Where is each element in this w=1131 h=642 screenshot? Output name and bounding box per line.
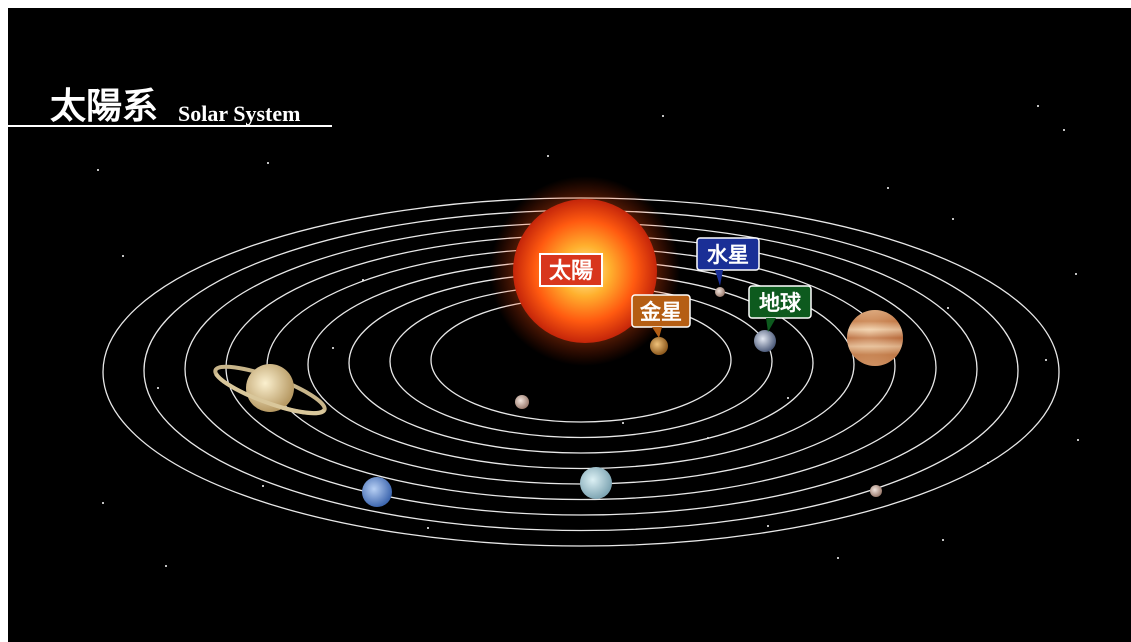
- mercury-label: 水星: [696, 237, 760, 286]
- title-sub: Solar System: [178, 101, 300, 126]
- earth-label: 地球: [748, 285, 812, 332]
- pluto-planet: [870, 485, 882, 497]
- neptune-planet: [362, 477, 392, 507]
- mercury-label-text: 水星: [707, 242, 749, 267]
- sun-label-text: 太陽: [549, 258, 593, 284]
- mars: [515, 395, 529, 409]
- uranus-planet: [580, 467, 612, 499]
- sun: 太陽: [490, 176, 680, 366]
- saturn-ring-front: [214, 372, 326, 416]
- venus-label: 金星: [631, 294, 691, 338]
- title-main: 太陽系: [50, 85, 158, 127]
- mercury-planet: [715, 287, 725, 297]
- venus-label-text: 金星: [639, 299, 682, 324]
- venus: [650, 337, 668, 355]
- sun-label: 太陽: [539, 253, 603, 287]
- scene-canvas: 太陽系 Solar System 太陽: [8, 85, 1079, 567]
- mercury: [715, 287, 725, 297]
- title-block: 太陽系 Solar System: [8, 85, 332, 127]
- earth-planet: [754, 330, 776, 352]
- saturn: [213, 364, 327, 416]
- venus-planet: [650, 337, 668, 355]
- mars-planet: [515, 395, 529, 409]
- solar-system-diagram: 太陽系 Solar System 太陽: [8, 8, 1131, 642]
- jupiter: [847, 310, 903, 366]
- earth-label-text: 地球: [759, 290, 802, 315]
- uranus: [580, 467, 612, 499]
- pluto: [870, 485, 882, 497]
- earth: [754, 330, 776, 352]
- neptune: [362, 477, 392, 507]
